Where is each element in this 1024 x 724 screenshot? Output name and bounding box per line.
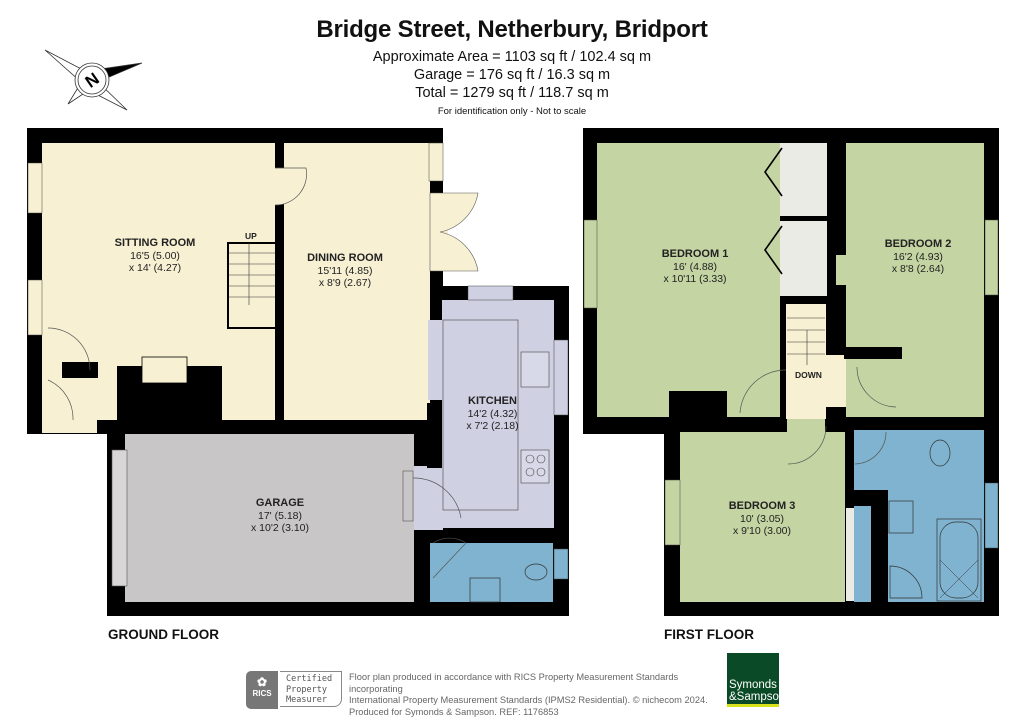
garage-area: Garage = 176 sq ft / 16.3 sq m bbox=[413, 67, 611, 83]
ground-floor-label: GROUND FLOOR bbox=[108, 627, 219, 642]
footer-notice: Floor plan produced in accordance with R… bbox=[349, 672, 708, 717]
approximate-area: Approximate Area = 1103 sq ft / 102.4 sq… bbox=[372, 49, 652, 65]
ground-floor-plan bbox=[27, 128, 569, 616]
disclaimer: For identification only - Not to scale bbox=[437, 106, 587, 117]
room-label-dining-room: DINING ROOM 15'11 (4.85) x 8'9 (2.67) bbox=[307, 252, 383, 289]
room-label-bedroom-2: BEDROOM 2 16'2 (4.93) x 8'8 (2.64) bbox=[884, 238, 952, 275]
garage-floor bbox=[125, 434, 414, 602]
rics-certified-badge: ✿ RICS Certified Property Measurer bbox=[246, 671, 343, 709]
dining-room-floor bbox=[284, 143, 430, 420]
rics-certification-text: Certified Property Measurer bbox=[280, 671, 342, 707]
stair-up-label: UP bbox=[245, 231, 257, 241]
room-label-kitchen: KITCHEN 14'2 (4.32) x 7'2 (2.18) bbox=[466, 395, 519, 432]
ground-wc-floor bbox=[430, 543, 553, 602]
bedroom-2-floor bbox=[846, 143, 984, 417]
kitchen-floor bbox=[442, 300, 554, 528]
rics-logo: ✿ RICS bbox=[246, 671, 278, 709]
room-label-garage: GARAGE 17' (5.18) x 10'2 (3.10) bbox=[250, 497, 310, 534]
bedroom-1-floor bbox=[597, 143, 780, 417]
first-floor-plan bbox=[583, 128, 999, 616]
total-area: Total = 1279 sq ft / 118.7 sq m bbox=[415, 85, 609, 101]
symonds-sampson-logo: Symonds &Sampson bbox=[727, 653, 785, 707]
room-label-bedroom-3: BEDROOM 3 10' (3.05) x 9'10 (3.00) bbox=[728, 500, 796, 537]
plan-title: Bridge Street, Netherbury, Bridport bbox=[316, 16, 708, 43]
stair-down-label: DOWN bbox=[795, 370, 822, 380]
rics-lion-icon: ✿ bbox=[256, 675, 268, 689]
room-label-bedroom-1: BEDROOM 1 16' (4.88) x 10'11 (3.33) bbox=[661, 248, 729, 285]
first-floor-label: FIRST FLOOR bbox=[664, 627, 754, 642]
compass-north-icon: N bbox=[44, 49, 143, 111]
room-label-sitting-room: SITTING ROOM 16'5 (5.00) x 14' (4.27) bbox=[114, 237, 196, 274]
bedroom-3-floor bbox=[680, 432, 845, 602]
